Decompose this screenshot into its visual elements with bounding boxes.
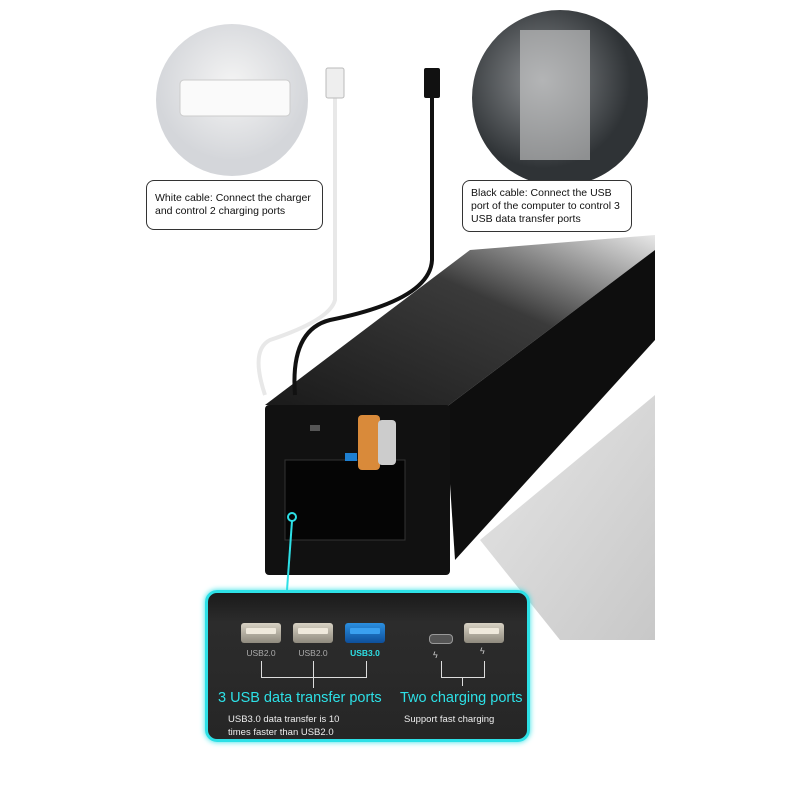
monitor-stand-top [265, 235, 655, 408]
white-cable [256, 70, 337, 396]
port-label: USB3.0 [350, 648, 380, 658]
charging-ports-title: Two charging ports [400, 690, 523, 706]
lightning-icon: ϟ [433, 650, 438, 660]
data-ports-description: USB3.0 data transfer is 10 times faster … [228, 714, 340, 738]
white-cable-caption: White cable: Connect the charger and con… [146, 180, 323, 230]
usb-c-port [429, 634, 453, 644]
bracket [261, 661, 367, 678]
bracket [462, 677, 463, 686]
usb3-port [345, 623, 385, 643]
charging-usb-port [464, 623, 504, 643]
usb2-port-1 [241, 623, 281, 643]
port-label: USB2.0 [246, 648, 276, 658]
monitor-stand-side [445, 250, 655, 560]
black-cable-caption: Black cable: Connect the USB port of the… [462, 180, 632, 232]
keyboard [480, 395, 655, 640]
bracket [313, 661, 314, 688]
charging-ports-description: Support fast charging [404, 714, 495, 725]
lightning-icon: ϟ [480, 646, 485, 656]
usb2-port-2 [293, 623, 333, 643]
ports-detail-panel: USB2.0 USB2.0 USB3.0 ϟ ϟ 3 USB data tran… [205, 590, 530, 742]
bracket [441, 661, 485, 678]
data-ports-title: 3 USB data transfer ports [218, 690, 382, 706]
port-label: USB2.0 [298, 648, 328, 658]
black-cable [292, 70, 434, 396]
